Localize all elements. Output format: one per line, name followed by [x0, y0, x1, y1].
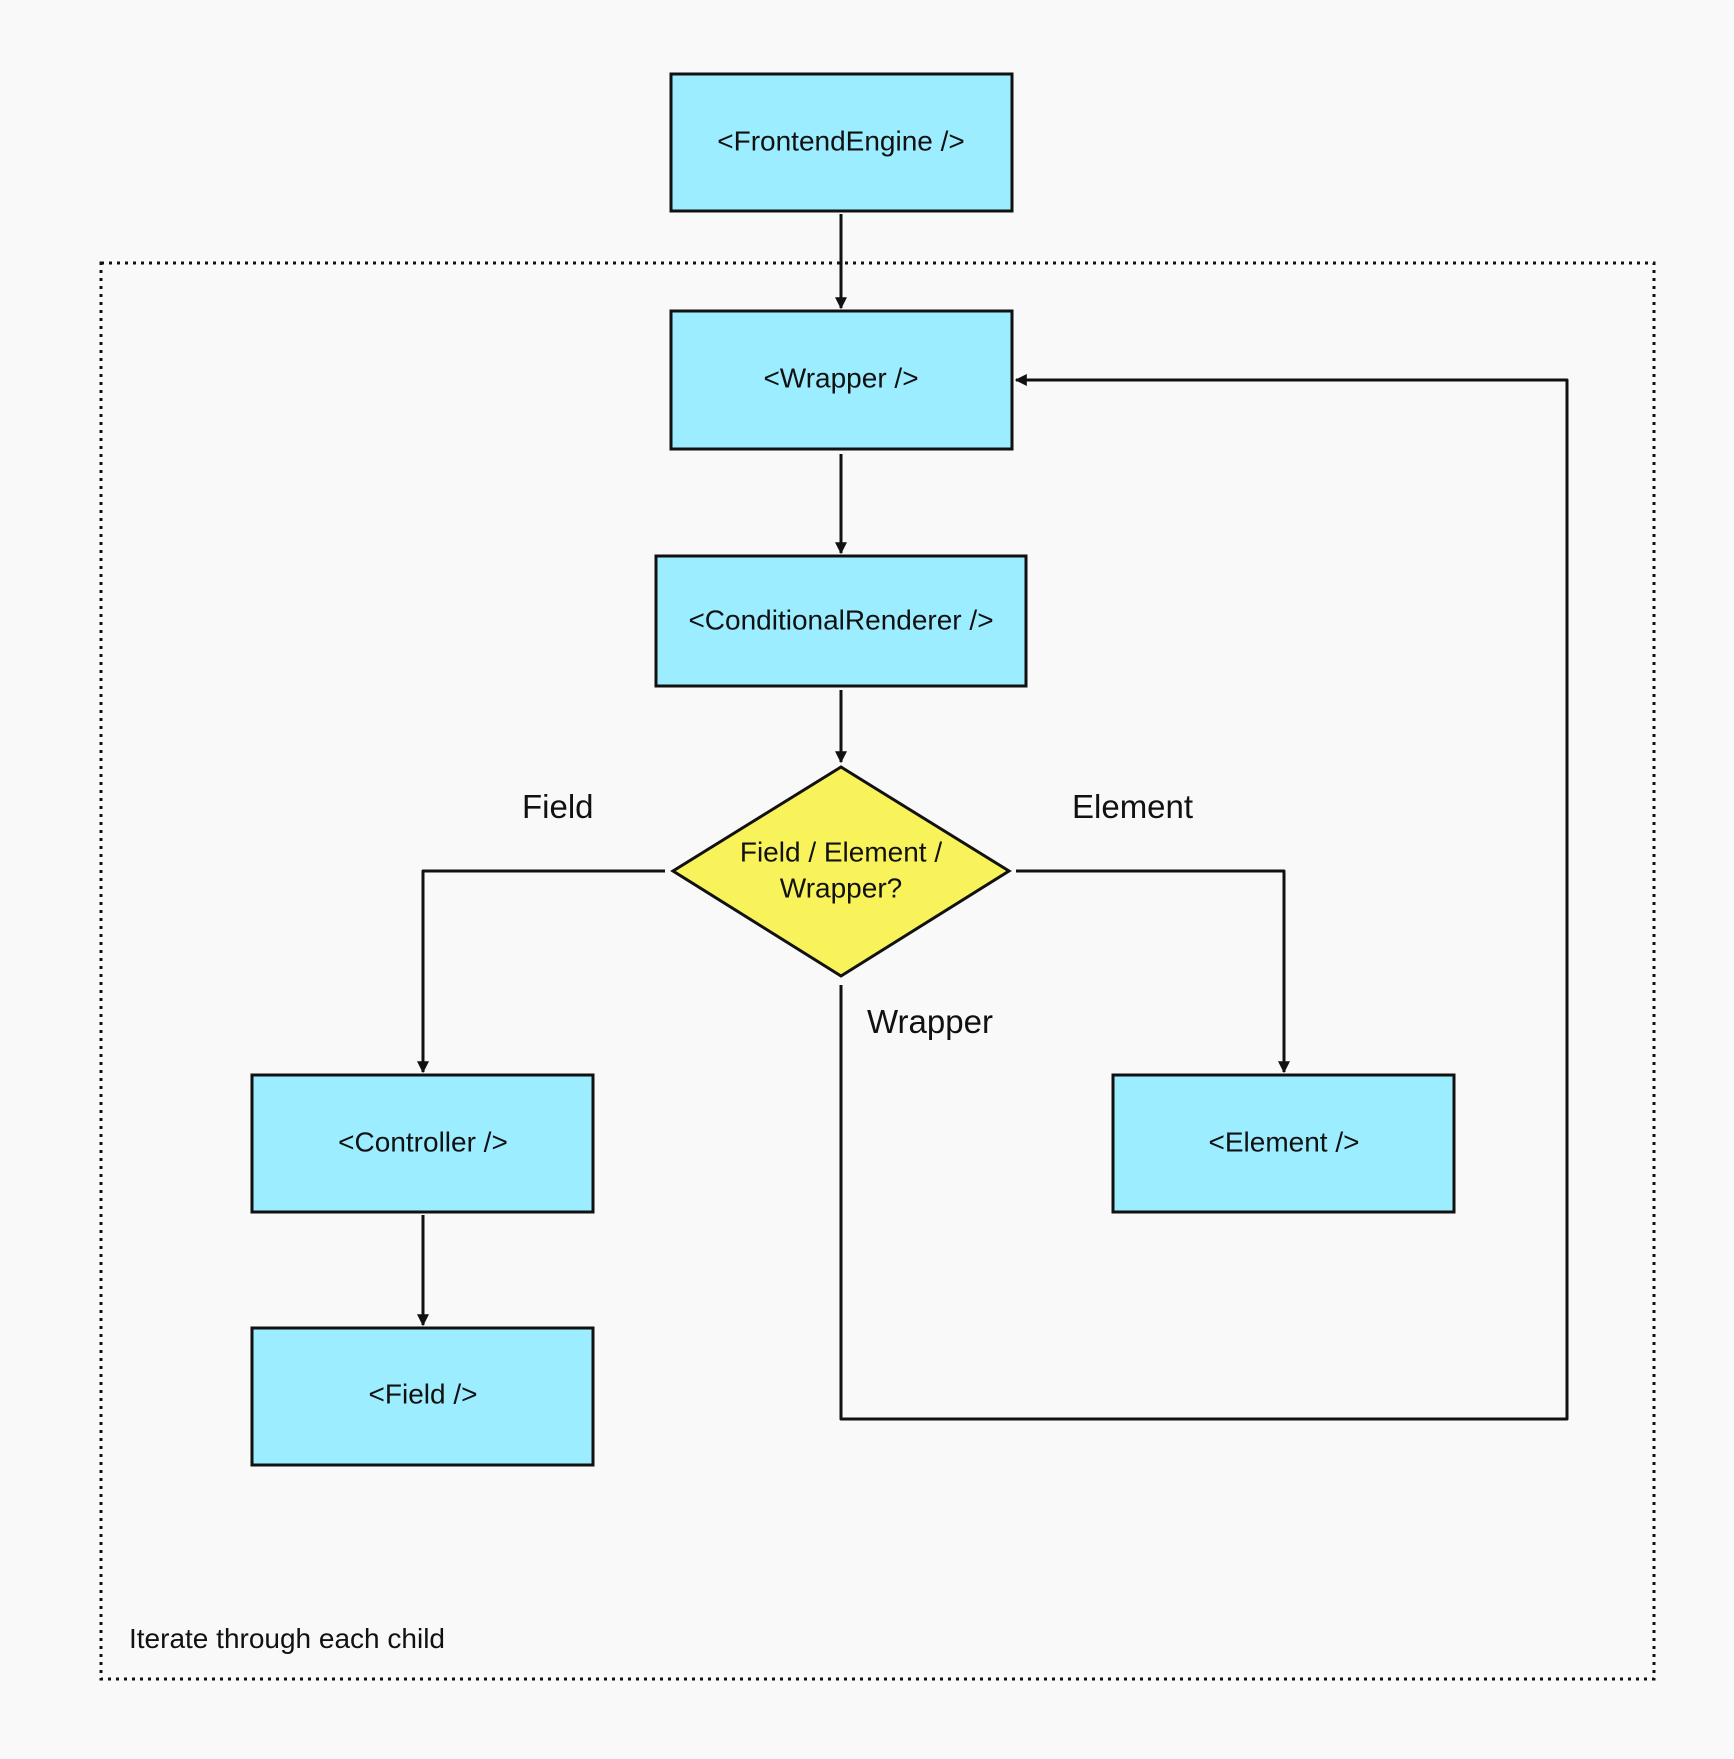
edge-decision-to-controller — [417, 869, 665, 1074]
node-field-box — [250, 1326, 595, 1467]
node-wrapper-label: <Wrapper /> — [763, 362, 918, 393]
node-frontend-engine: <FrontendEngine /> — [669, 72, 1014, 213]
node-element: <Element /> — [1111, 1073, 1456, 1214]
node-frontend-engine-box — [669, 72, 1014, 213]
node-frontend-engine-label: <FrontendEngine /> — [717, 125, 965, 156]
node-decision-label-line2: Wrapper? — [780, 872, 902, 903]
node-decision-diamond — [670, 765, 1012, 978]
node-decision: Field / Element / Wrapper? — [670, 765, 1012, 978]
node-conditional-renderer-label: <ConditionalRenderer /> — [688, 604, 993, 635]
node-decision-label-line1: Field / Element / — [740, 836, 943, 867]
node-conditional-renderer: <ConditionalRenderer /> — [654, 554, 1028, 688]
edge-decision-wrapper-loop — [839, 374, 1569, 1421]
node-controller: <Controller /> — [250, 1073, 595, 1214]
edge-label-wrapper: Wrapper — [867, 1003, 993, 1040]
node-field-label: <Field /> — [369, 1378, 478, 1409]
node-element-box — [1111, 1073, 1456, 1214]
edge-label-field: Field — [522, 788, 594, 825]
node-controller-box — [250, 1073, 595, 1214]
node-element-label: <Element /> — [1209, 1126, 1360, 1157]
node-wrapper-box — [669, 309, 1014, 451]
node-wrapper: <Wrapper /> — [669, 309, 1014, 451]
node-controller-label: <Controller /> — [338, 1126, 508, 1157]
node-field: <Field /> — [250, 1326, 595, 1467]
edge-label-element: Element — [1072, 788, 1193, 825]
iterate-group-border — [99, 261, 1656, 1681]
iterate-group-label: Iterate through each child — [129, 1623, 445, 1654]
node-conditional-renderer-box — [654, 554, 1028, 688]
edge-decision-to-element — [1016, 869, 1290, 1074]
